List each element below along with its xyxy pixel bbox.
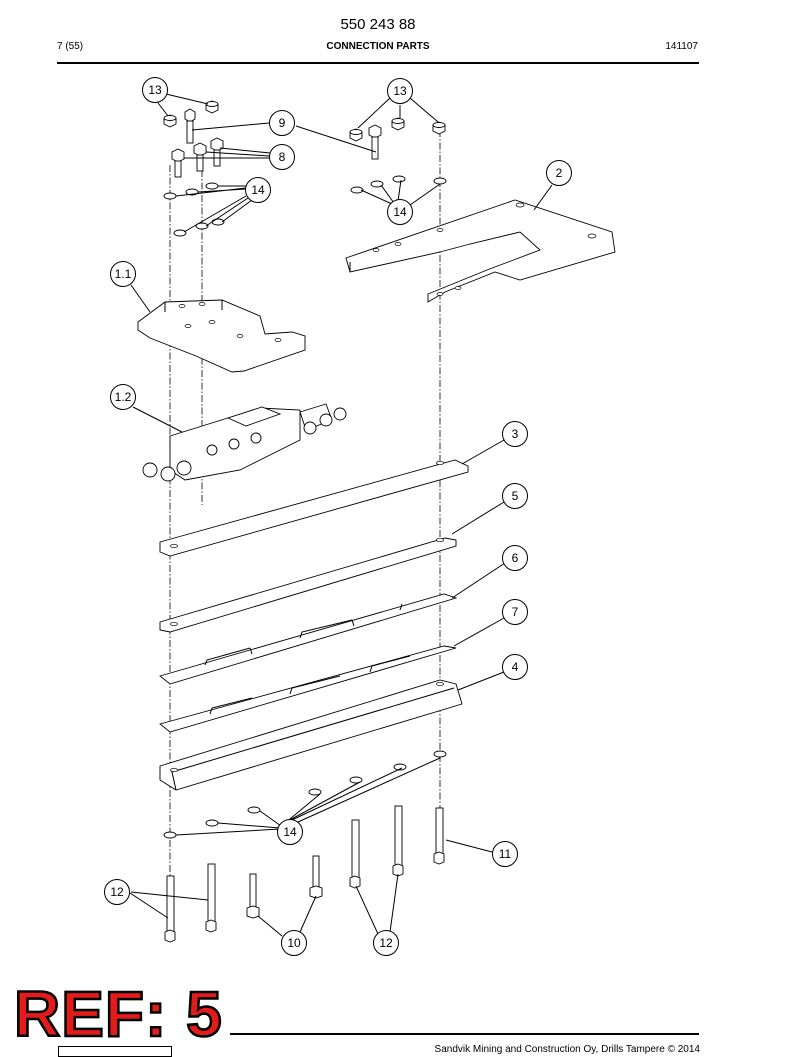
svg-text:13: 13 [393,84,407,98]
callout-6: 6 [502,545,528,571]
svg-text:14: 14 [393,205,407,219]
svg-text:8: 8 [279,150,286,164]
bar-part-3 [159,459,469,557]
washers-top [163,175,447,237]
shim-part-7 [159,645,457,733]
chain-block-part-1-2 [142,403,347,482]
callout-5: 5 [502,483,528,509]
callout-9: 9 [269,110,295,136]
svg-text:12: 12 [110,885,124,899]
company-logo [58,1046,172,1057]
callout-12-left: 12 [104,879,130,905]
svg-text:1.2: 1.2 [115,390,132,404]
svg-text:14: 14 [283,825,297,839]
ref-stamp: REF: 5 [13,978,223,1050]
svg-text:5: 5 [512,489,519,503]
leader-lines [129,93,553,937]
svg-text:10: 10 [287,936,301,950]
footer-rule [230,1033,699,1035]
callout-7: 7 [502,599,528,625]
svg-text:2: 2 [556,166,563,180]
bracket-part-2 [345,199,616,303]
svg-text:7: 7 [512,605,519,619]
header-rule [57,62,699,64]
bolts-bottom [164,805,445,943]
callout-1-2: 1.2 [110,384,136,410]
callout-2: 2 [546,160,572,186]
callout-4: 4 [502,654,528,680]
document-number: 550 243 88 [340,16,416,33]
callout-13-right: 13 [387,78,413,104]
svg-text:9: 9 [279,116,286,130]
bar-part-5 [159,537,457,633]
svg-text:4: 4 [512,660,519,674]
date-code: 141107 [665,41,698,52]
callout-13-left: 13 [142,77,168,103]
svg-text:1.1: 1.1 [115,267,132,281]
callout-14-upper-right: 14 [387,199,413,225]
nut-group-right [349,117,446,142]
callout-14-upper-left: 14 [245,177,271,203]
callout-1-1: 1.1 [110,261,136,287]
section-title: CONNECTION PARTS [326,41,430,52]
callout-3: 3 [502,421,528,447]
svg-text:11: 11 [499,847,512,861]
svg-text:14: 14 [251,183,265,197]
svg-text:3: 3 [512,427,519,441]
svg-text:13: 13 [148,83,162,97]
svg-text:6: 6 [512,551,519,565]
shim-part-6 [159,593,458,685]
callout-10: 10 [281,930,307,956]
callout-8: 8 [269,144,295,170]
page-reference: 7 (55) [57,41,84,52]
svg-text:12: 12 [379,936,393,950]
callout-11: 11 [492,841,518,867]
copyright-text: Sandvik Mining and Construction Oy, Dril… [434,1044,700,1055]
callout-12-right: 12 [373,930,399,956]
nut-group-left [163,100,219,128]
plate-part-1-1 [137,299,306,373]
wedge-part-4 [159,679,463,791]
callout-14-lower: 14 [277,819,303,845]
